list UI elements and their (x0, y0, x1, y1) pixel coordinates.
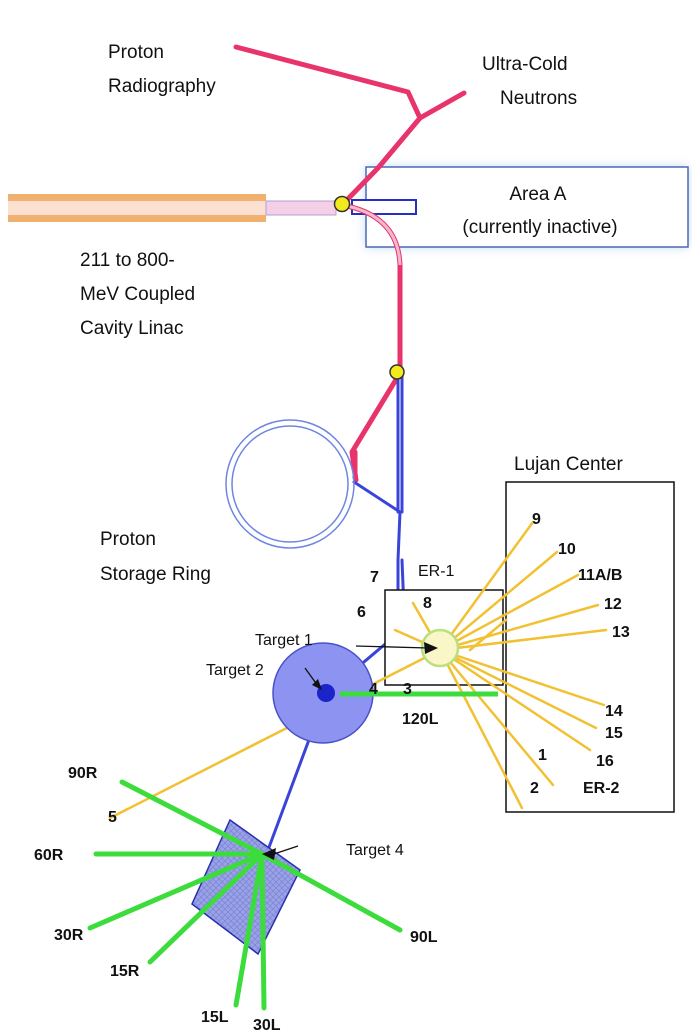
beam-marker-lower (389, 364, 405, 380)
fp-label-10: 10 (558, 541, 576, 558)
er1-label: ER-1 (418, 563, 455, 580)
linac-label: 211 to 800- MeV Coupled Cavity Linac (80, 250, 200, 339)
ultra-cold-neutrons-label: Ultra-Cold Neutrons (482, 54, 577, 109)
fp-label-16: 16 (596, 753, 614, 770)
er1-flight-path-lines (108, 520, 608, 820)
fp-label-90L: 90L (410, 929, 438, 946)
area-a-box (351, 166, 689, 248)
fp-label-30L: 30L (253, 1017, 281, 1034)
fp-label-15: 15 (605, 725, 623, 742)
fp-label-11ab: 11A/B (578, 567, 622, 584)
fp-label-13: 13 (612, 624, 630, 641)
linac-beamline (8, 194, 337, 222)
target4-flight-path-lines (87, 779, 403, 1011)
fp-label-3: 3 (403, 681, 412, 698)
fp-label-14: 14 (605, 703, 623, 720)
er2-label: ER-2 (583, 780, 620, 797)
storage-ring (225, 419, 355, 549)
fp-label-8: 8 (423, 595, 432, 612)
lujan-center-box (505, 481, 675, 813)
pink-beamlines (233, 44, 467, 483)
target4-arrowhead (262, 848, 276, 860)
target1-arrowhead (424, 642, 438, 654)
fp-label-90R: 90R (68, 765, 98, 782)
beam-marker-upper (333, 195, 351, 213)
target2-label: Target 2 (206, 662, 264, 679)
fp-label-60R: 60R (34, 847, 64, 864)
lujan-center-label: Lujan Center (514, 454, 623, 475)
proton-radiography-label: Proton Radiography (108, 42, 216, 97)
storage-ring-label: Proton Storage Ring (100, 529, 211, 585)
fp-label-15L: 15L (201, 1009, 229, 1026)
fp-label-30R: 30R (54, 927, 84, 944)
fp-label-9: 9 (532, 511, 541, 528)
fp-label-120L: 120L (402, 711, 439, 728)
fp-label-12: 12 (604, 596, 622, 613)
target1-label: Target 1 (255, 632, 313, 649)
fp-label-15R: 15R (110, 963, 140, 980)
fp-label-4: 4 (369, 681, 378, 698)
area-a-label: Area A (currently inactive) (462, 184, 617, 238)
fp-label-6: 6 (357, 604, 366, 621)
fp-label-7: 7 (370, 569, 379, 586)
pink-bend-light (341, 203, 402, 266)
fp-label-1: 1 (538, 747, 547, 764)
fp-label-2: 2 (530, 780, 539, 797)
target4-label: Target 4 (346, 842, 404, 859)
fp-label-5: 5 (108, 809, 117, 826)
